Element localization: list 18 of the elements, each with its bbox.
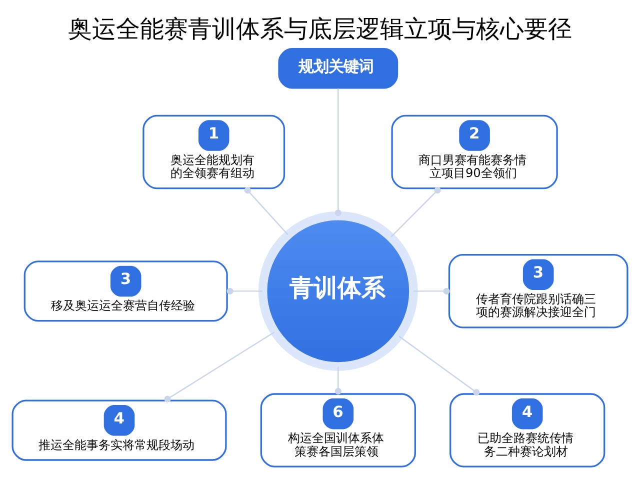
connector [164,331,275,402]
node-box: 1 奥运全能规划有的全领赛有组动 [142,114,286,190]
node-box: 6 构运全国训体系体策赛各国层策领 [260,393,416,468]
node-box: 4 推运全能事务实将常规段场动 [12,400,227,461]
connector [226,288,262,294]
node-box: 3 移及奥运运全赛营自传经验 [24,260,228,322]
node-box: 规划关键词 [278,48,398,89]
connector [414,288,450,294]
connector [334,366,342,394]
connector [244,187,288,236]
connector [334,88,342,216]
diagram-title: 奥运全能赛青训体系与底层逻辑立项与核心要径 [68,15,572,44]
connector [398,336,480,396]
connector [390,186,441,238]
node-box: 4 已助全路赛统传情务二种赛论划材 [450,393,606,468]
node-box: 2 商口男赛有能赛务情立项目90全领们 [391,114,558,190]
node-box: 3 传者育传院跟别话确三项的赛源解决接迎全门 [448,254,628,328]
node-circle: 青训体系 [258,211,418,371]
